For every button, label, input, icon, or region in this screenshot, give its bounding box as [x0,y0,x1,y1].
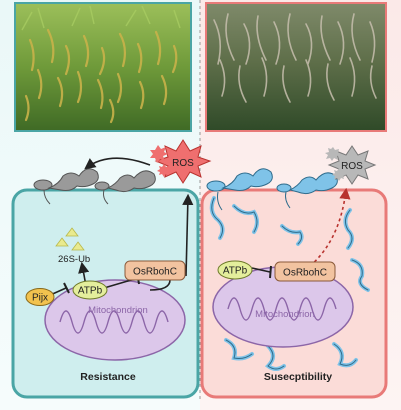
invasive-hyphae [209,196,370,371]
ros-star-left [150,139,212,184]
resistance-label: Resistance [80,371,136,383]
resistant-rice-photo [14,2,192,132]
atpb-right-label: ATPb [223,266,248,277]
ub-label: 26S-Ub [58,254,90,265]
mitochondrion-right-shape [212,266,354,348]
mitochondrion-left-shape [44,279,186,361]
mito-left-label: Mitochondrion [88,305,148,316]
ros-left-label: ROS [172,158,194,169]
ros-right-label: ROS [341,161,363,172]
right-pathway-arrows [251,187,351,279]
atpb-right-node: ATPb [217,260,253,280]
atpb-left-label: ATPb [78,286,103,297]
pijx-node: Pijx [25,288,55,306]
susceptible-rice-photo [205,2,387,132]
osrbohc-left-label: OsRbohC [133,267,177,278]
atpb-left-node: ATPb [72,280,108,300]
mito-right-label: Mitochondrion [255,309,315,320]
susceptibility-label: Susecptibility [264,371,332,383]
osrbohc-right-label: OsRbohC [283,268,327,279]
osrbohc-left-node: OsRbohC [124,260,186,281]
osrbohc-right-node: OsRbohC [274,261,336,282]
ros-star-right [325,145,377,185]
pijx-label: Pijx [32,293,48,304]
degradation-triangles [55,227,85,251]
grey-fungus-hyphae [33,168,156,205]
